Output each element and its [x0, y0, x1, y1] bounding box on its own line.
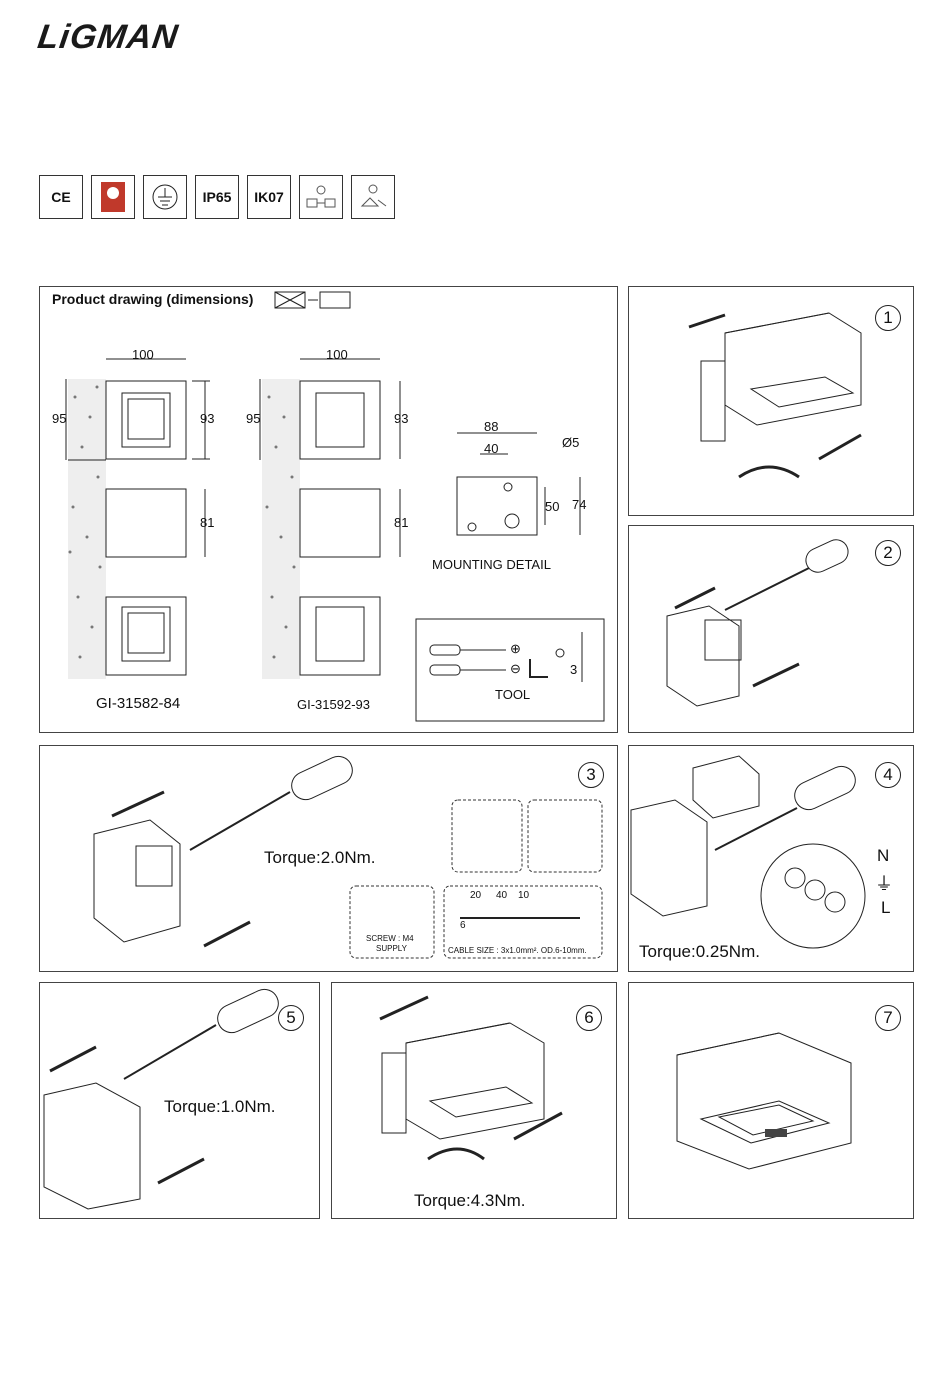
step-1-number: 1 [875, 305, 901, 331]
dim-mount-h1: 50 [545, 499, 559, 514]
screw-label: SCREW : M4 [366, 934, 414, 943]
dim-mount-width2: 40 [484, 441, 498, 456]
step-4-illustration [629, 746, 915, 973]
dim-mount-width: 88 [484, 419, 498, 434]
step-2-illustration [629, 526, 915, 734]
tool-minus-icon: ⊖ [510, 661, 521, 677]
model-label-a: GI-31582-84 [96, 695, 180, 712]
step-6-number: 6 [576, 1005, 602, 1031]
step-2-number: 2 [875, 540, 901, 566]
step-4-panel: N ⏚ L Torque:0.25Nm. 4 [628, 745, 914, 972]
tool-plus-icon: ⊕ [510, 641, 521, 657]
step-4-torque: Torque:0.25Nm. [639, 942, 760, 962]
tool-label: TOOL [495, 687, 530, 702]
step-2-panel: 2 [628, 525, 914, 733]
step-3-number: 3 [578, 762, 604, 788]
tool-hex-size: 3 [570, 662, 577, 677]
cable-size-label: CABLE SIZE : 3x1.0mm². OD.6-10mm. [448, 946, 587, 955]
step-1-panel: 1 [628, 286, 914, 516]
strip-length-40: 40 [496, 890, 507, 901]
dim-width-b: 100 [326, 347, 348, 362]
dim-body-b: 81 [394, 515, 408, 530]
step-3-panel: Torque:2.0Nm. SCREW : M4 SUPPLY 20 40 10… [39, 745, 618, 972]
step-4-number: 4 [875, 762, 901, 788]
dim-body-a: 81 [200, 515, 214, 530]
dim-height-a: 93 [200, 411, 214, 426]
step-6-panel: Torque:4.3Nm. 6 [331, 982, 617, 1219]
dim-wall-b: 95 [246, 411, 260, 426]
dim-width-a: 100 [132, 347, 154, 362]
dim-wall-a: 95 [52, 411, 66, 426]
step-5-torque: Torque:1.0Nm. [164, 1097, 276, 1117]
ip65-rating: IP65 [195, 175, 239, 219]
step-7-number: 7 [875, 1005, 901, 1031]
model-label-b: GI-31592-93 [297, 697, 370, 712]
class-symbol-icon [299, 175, 343, 219]
product-drawing-panel: Product drawing (dimensions) [39, 286, 618, 733]
strip-length-20: 20 [470, 890, 481, 901]
certification-badges: CE IP65 IK07 [39, 175, 395, 219]
step-6-torque: Torque:4.3Nm. [414, 1191, 526, 1211]
terminal-n: N [877, 846, 889, 866]
supply-label: SUPPLY [376, 944, 407, 953]
ce-mark-icon: CE [39, 175, 83, 219]
step-7-panel: 7 [628, 982, 914, 1219]
terminal-l: L [881, 898, 890, 918]
dim-height-b: 93 [394, 411, 408, 426]
mounting-detail-label: MOUNTING DETAIL [432, 557, 551, 572]
step-7-illustration [629, 983, 915, 1220]
terminal-earth-icon: ⏚ [875, 870, 893, 896]
brand-logo: LiGMAN [35, 18, 181, 57]
step-5-panel: Torque:1.0Nm. 5 [39, 982, 320, 1219]
earth-ground-icon [143, 175, 187, 219]
step-1-illustration [629, 287, 915, 517]
dim-hole: Ø5 [562, 435, 579, 450]
step-3-torque: Torque:2.0Nm. [264, 848, 376, 868]
ik07-rating: IK07 [247, 175, 291, 219]
step-5-number: 5 [278, 1005, 304, 1031]
dim-mount-h2: 74 [572, 497, 586, 512]
strip-length-10: 10 [518, 890, 529, 901]
strip-length-6: 6 [460, 920, 466, 931]
recycle-symbol-icon [351, 175, 395, 219]
quality-mark-icon [91, 175, 135, 219]
